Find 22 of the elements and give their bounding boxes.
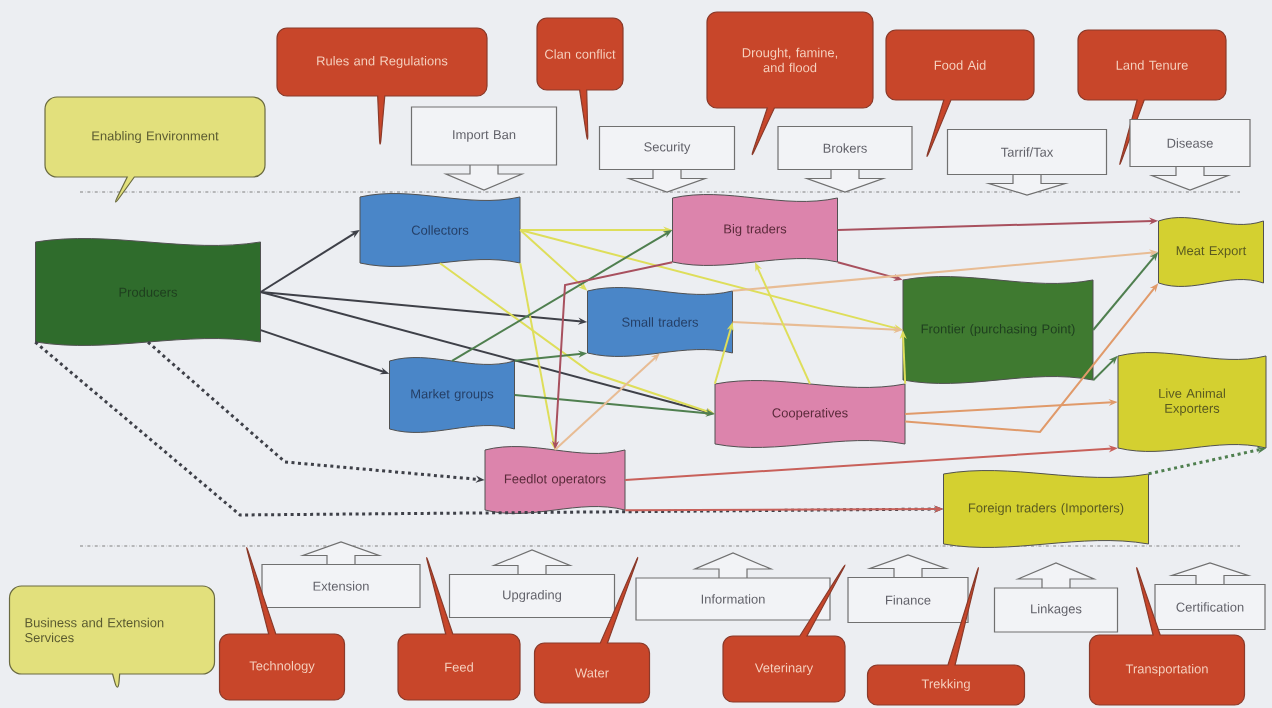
arrow-box: Upgrading	[448, 549, 616, 619]
speech-bubble: Business and Extension Services	[8, 585, 216, 688]
wave-box: Live Animal Exporters	[1117, 352, 1267, 452]
arrow-box: Brokers	[777, 125, 913, 193]
wave-box: Big traders	[672, 194, 838, 266]
arrow-box: Disease	[1129, 118, 1251, 191]
arrow-box: Extension	[261, 541, 421, 609]
wave-box: Frontier (purchasing Point)	[902, 276, 1094, 384]
arrow-box: Tarrif/Tax	[946, 128, 1108, 196]
arrow-box: Information	[635, 552, 831, 621]
arrow	[554, 353, 660, 451]
arrow-box: Certification	[1154, 562, 1266, 631]
wave-box: Foreign traders (Importers)	[943, 470, 1149, 548]
arrow-box: Security	[598, 125, 736, 193]
speech-bubble: Enabling Environment	[44, 96, 266, 203]
arrow-box: Import Ban	[410, 106, 558, 191]
wave-box: Meat Export	[1158, 217, 1264, 287]
wave-box: Market groups	[389, 357, 515, 433]
arrow-box: Linkages	[993, 562, 1119, 633]
speech-bubble: Clan conflict	[536, 17, 624, 140]
wave-box: Collectors	[359, 193, 521, 267]
arrow-box: Finance	[847, 554, 969, 624]
